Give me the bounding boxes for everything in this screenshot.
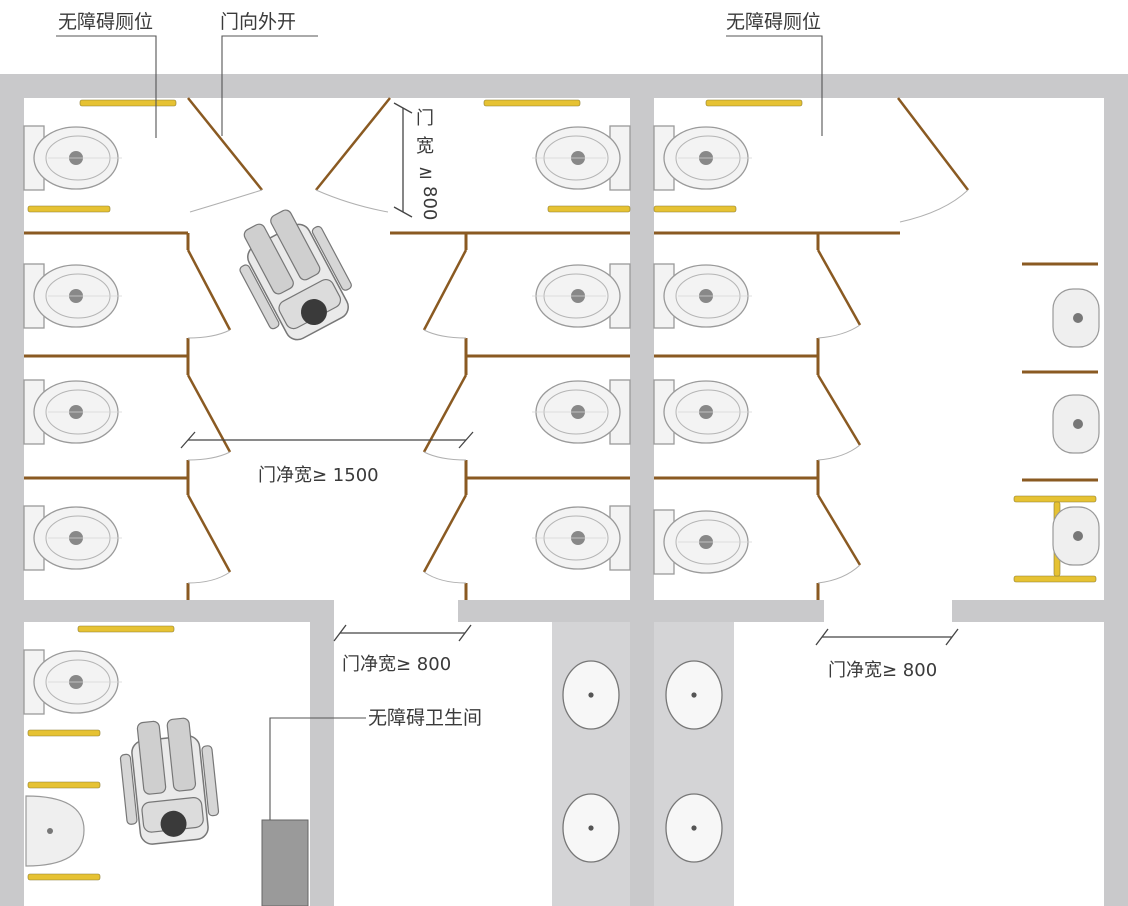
door-swing-arcs [187,189,969,584]
accessible-basin [25,795,85,867]
label-clear-width-800-right: 门净宽≥ 800 [828,660,937,681]
svg-text:门: 门 [416,108,434,129]
label-accessible-stall-left: 无障碍厕位 [58,11,153,33]
svg-text:≥: ≥ [418,162,433,183]
label-clear-width-1500: 门净宽≥ 1500 [258,465,379,486]
label-accessible-restroom: 无障碍卫生间 [368,707,482,729]
label-accessible-stall-right: 无障碍厕位 [726,11,821,33]
svg-text:宽: 宽 [416,136,434,157]
label-clear-width-800-left: 门净宽≥ 800 [342,654,451,675]
svg-text:800: 800 [419,186,440,220]
label-door-opens-outward: 门向外开 [220,11,296,33]
grab-bars [27,99,1097,881]
urinals [1052,288,1100,566]
leader-lines [56,35,823,820]
dimension-lines [180,102,959,646]
walls [0,74,1128,906]
stall-doors [186,97,969,573]
stall-partitions [24,231,1098,600]
label-door-width: 门 宽 ≥ 800 [416,108,440,220]
